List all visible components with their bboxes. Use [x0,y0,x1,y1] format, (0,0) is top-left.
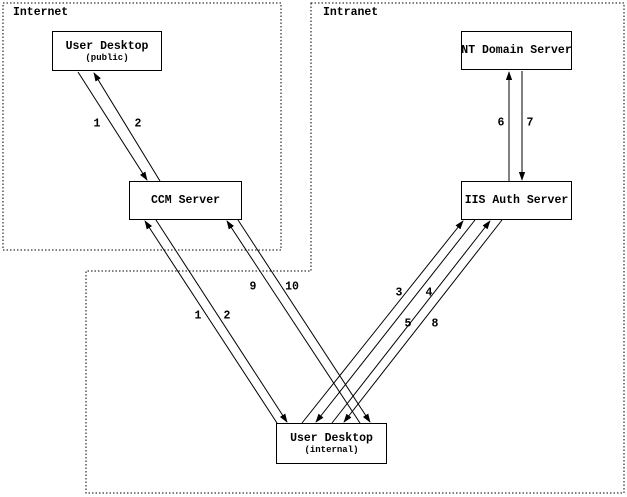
arrow-3-internal-desktop-to-iis [301,220,464,424]
arrow-1-internal-desktop-to-ccm [144,220,278,424]
intranet-zone-border [85,2,625,494]
arrow-label-2-internal: 2 [223,309,231,323]
arrow-4-iis-to-internal-desktop [315,219,476,423]
node-label: User Desktop [65,39,149,53]
node-label: CCM Server [150,194,220,207]
arrow-label-8: 8 [431,317,439,331]
arrow-label-5: 5 [404,317,412,331]
node-label: NT Domain Server [461,44,572,57]
arrow-2-ccm-to-internal-desktop [155,219,288,423]
arrow-5-internal-desktop-to-iis [331,220,491,424]
arrow-10-ccm-to-internal-desktop [237,219,371,423]
node-sublabel: (public) [85,52,129,63]
node-ccm-server: CCM Server [129,181,242,220]
arrow-label-1-internal: 1 [194,309,202,323]
node-user-desktop-public: User Desktop (public) [52,31,162,71]
node-iis-auth-server: IIS Auth Server [461,181,572,220]
arrow-label-1-public: 1 [93,117,101,131]
intranet-zone-label: Intranet [322,6,380,19]
arrow-1-public-desktop-to-ccm [77,71,148,181]
arrow-9-internal-desktop-to-ccm [226,220,361,424]
arrow-label-3: 3 [395,286,403,300]
node-sublabel: (internal) [304,445,359,455]
node-nt-domain-server: NT Domain Server [461,31,572,70]
arrow-label-6: 6 [497,116,505,130]
node-label: User Desktop [290,432,373,445]
arrow-label-10: 10 [285,280,299,294]
arrow-label-9: 9 [249,280,257,294]
arrow-label-4: 4 [425,286,433,300]
arrow-8-iis-to-internal-desktop [343,219,503,423]
internet-zone-label: Internet [12,6,70,19]
arrow-label-7: 7 [526,116,534,130]
arrow-label-2-public: 2 [134,117,142,131]
node-user-desktop-internal: User Desktop (internal) [276,423,387,464]
node-label: IIS Auth Server [464,194,569,207]
arrow-2-ccm-to-public-desktop [93,72,161,182]
